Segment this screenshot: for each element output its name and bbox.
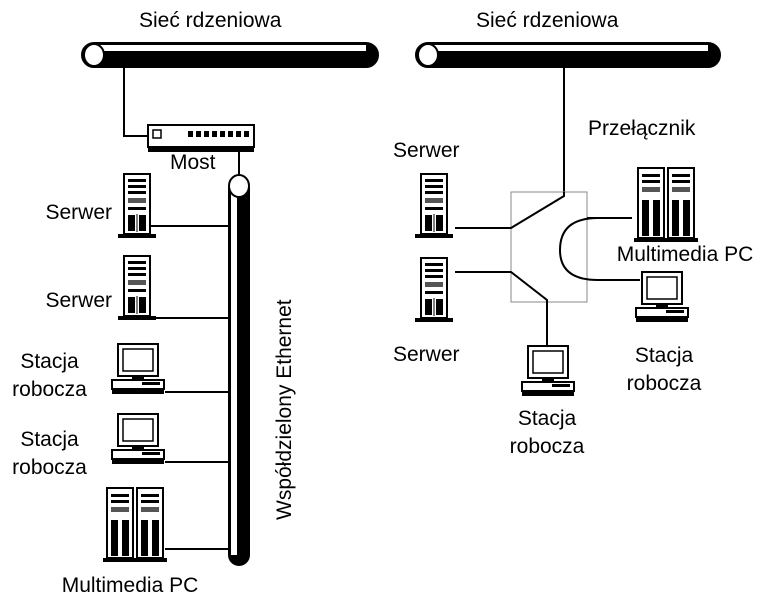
right-workstation-1-label-line1: Stacja [634,344,694,367]
left-backbone-pipe [81,42,379,68]
left-server-2-label: Serwer [45,289,112,312]
shared-ethernet-pipe [228,174,250,566]
bridge-label: Most [170,151,216,174]
right-server-2-label: Serwer [393,343,460,366]
left-device-links [150,225,230,550]
right-backbone-label: Sieć rdzeniowa [476,9,619,32]
switch-box [510,191,588,303]
left-multimedia-label: Multimedia PC [61,574,199,597]
right-multimedia-label: Multimedia PC [616,243,754,266]
right-backbone-pipe [415,42,721,68]
left-server-1-label: Serwer [45,201,112,224]
left-workstation-2-label-line1: Stacja [20,428,79,451]
switch-label: Przełącznik [588,117,696,140]
right-workstation-2-label-line2: robocza [509,435,585,458]
left-workstation-2-label-line2: robocza [12,456,87,479]
right-workstation-2-label-line1: Stacja [517,407,577,430]
left-workstation-2-icon [111,413,165,465]
shared-ethernet-label: Współdzielony Ethernet [273,299,296,520]
right-workstation-1-label-line2: robocza [626,372,702,395]
left-multimedia-icon [102,487,168,563]
right-multimedia-icon [633,167,699,243]
right-server-1-label: Serwer [393,139,460,162]
left-server-2-icon [117,255,157,321]
left-backbone-bridge-link [123,66,149,137]
left-backbone-label: Sieć rdzeniowa [139,9,282,32]
left-server-1-icon [117,173,157,239]
bridge-icon [147,124,255,152]
right-server-1-icon [414,173,454,239]
right-server-2-icon [414,257,454,323]
left-workstation-1-label-line2: robocza [12,378,87,401]
switch-paths [455,192,640,352]
left-workstation-1-icon [111,343,165,395]
right-workstation-2-icon [521,345,575,397]
right-workstation-1-icon [635,271,689,323]
left-workstation-1-label-line1: Stacja [20,350,79,373]
